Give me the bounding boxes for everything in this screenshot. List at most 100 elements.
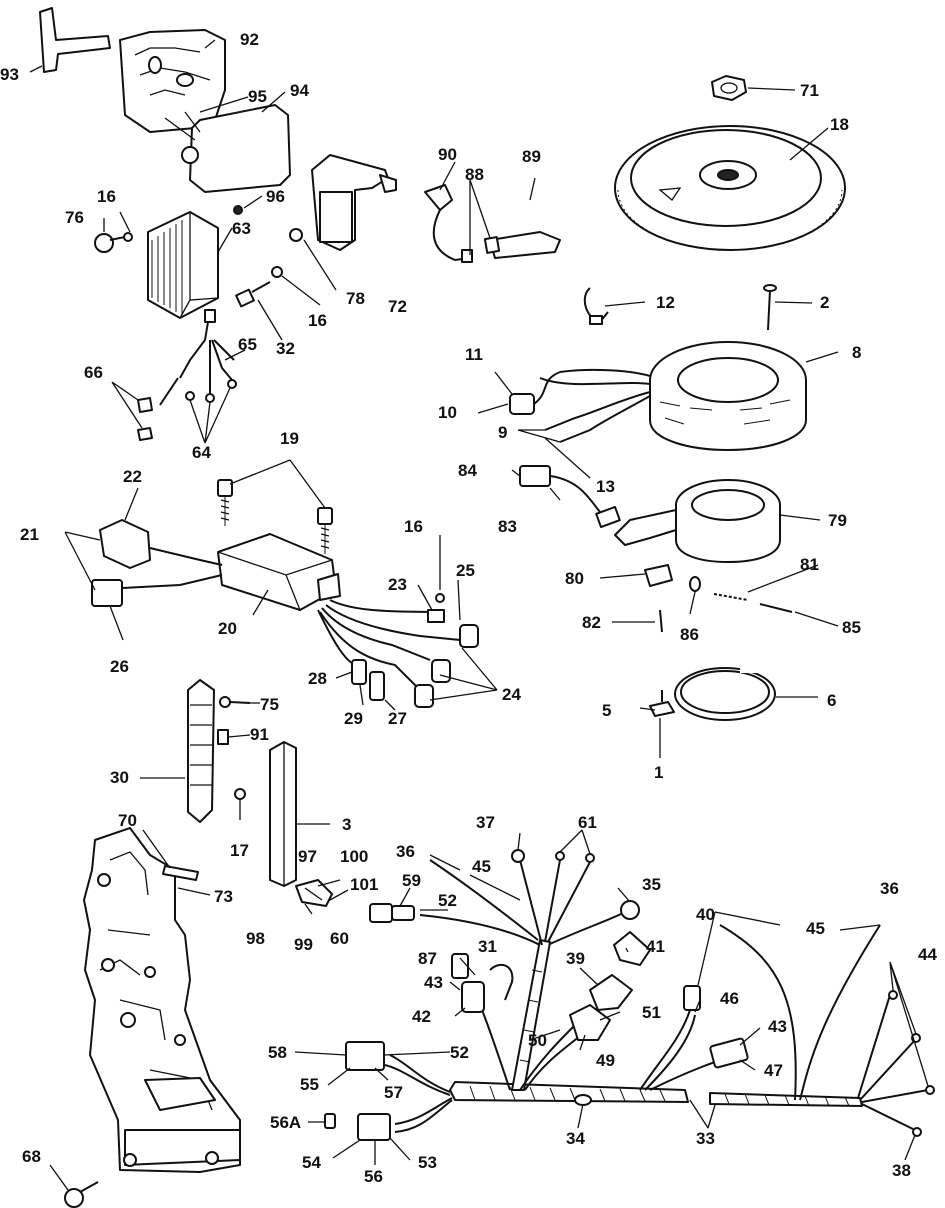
label-26: 26 (110, 657, 129, 676)
washer-16 (123, 232, 133, 242)
label-9: 9 (498, 423, 507, 442)
mounting-bracket-93 (39, 7, 111, 73)
label-10: 10 (438, 403, 457, 422)
label-97: 97 (298, 847, 317, 866)
label-8: 8 (852, 343, 861, 362)
label-6: 6 (827, 691, 836, 710)
label-99: 99 (294, 935, 313, 954)
connector-10 (509, 371, 561, 415)
label-66: 66 (84, 363, 103, 382)
label-23: 23 (388, 575, 407, 594)
label-56A: 56A (270, 1113, 301, 1132)
label-43b: 43 (768, 1017, 787, 1036)
label-36a: 36 (396, 842, 415, 861)
ignition-coil-72 (311, 154, 397, 251)
label-75: 75 (260, 695, 279, 714)
screw-17 (234, 788, 246, 800)
terminal-66 (137, 397, 153, 441)
retainer-ring-6 (674, 665, 776, 721)
label-5: 5 (602, 701, 611, 720)
label-46: 46 (720, 989, 739, 1008)
label-37: 37 (476, 813, 495, 832)
clip-12 (583, 287, 609, 325)
cover-94 (164, 104, 291, 193)
label-70: 70 (118, 811, 137, 830)
label-79: 79 (828, 511, 847, 530)
timer-base-79 (595, 479, 781, 563)
label-61: 61 (578, 813, 597, 832)
label-64: 64 (192, 443, 211, 462)
label-88: 88 (465, 165, 484, 184)
screw-85 (759, 603, 793, 613)
label-16b: 16 (308, 311, 327, 330)
label-47: 47 (764, 1061, 783, 1080)
label-82: 82 (582, 613, 601, 632)
label-44: 44 (918, 945, 937, 964)
label-100: 100 (340, 847, 368, 866)
connector-42-43 (451, 953, 511, 1091)
washer-86 (689, 576, 701, 592)
label-19: 19 (280, 429, 299, 448)
sensor-84 (519, 465, 601, 513)
label-29: 29 (344, 709, 363, 728)
label-41: 41 (646, 937, 665, 956)
label-13: 13 (596, 477, 615, 496)
label-51: 51 (642, 1003, 661, 1022)
terminal-35 (620, 900, 640, 920)
clip-70 (162, 865, 199, 881)
main-harness-33 (449, 1081, 863, 1107)
label-30: 30 (110, 768, 129, 787)
leader-lines (29, 39, 929, 1191)
label-11: 11 (465, 345, 483, 364)
label-3: 3 (342, 815, 351, 834)
spark-plug-boot-89 (483, 231, 561, 259)
screw-75 (219, 696, 251, 708)
label-42: 42 (412, 1007, 431, 1026)
label-63: 63 (232, 219, 251, 238)
fuse-holder-97 (295, 879, 333, 907)
label-43a: 43 (424, 973, 443, 992)
spring-81 (713, 593, 749, 601)
label-98: 98 (246, 929, 265, 948)
label-28: 28 (308, 669, 327, 688)
connector-54-56 (357, 1097, 453, 1141)
label-101: 101 (350, 875, 378, 894)
terminal-37 (511, 849, 525, 863)
label-40: 40 (696, 905, 715, 924)
label-50: 50 (528, 1031, 547, 1050)
label-84: 84 (458, 461, 477, 480)
label-96: 96 (266, 187, 285, 206)
harness-64-65 (159, 321, 237, 406)
connector-55-58 (345, 1041, 451, 1096)
label-22: 22 (123, 467, 142, 486)
label-55: 55 (300, 1075, 319, 1094)
label-81: 81 (800, 555, 819, 574)
label-45a: 45 (472, 857, 491, 876)
screw-19a (217, 479, 233, 526)
label-78: 78 (346, 289, 365, 308)
link-80 (644, 564, 673, 587)
pack-leads (317, 599, 461, 691)
stator-8 (649, 341, 807, 451)
label-58: 58 (268, 1043, 287, 1062)
connector-24b (431, 659, 451, 683)
label-54: 54 (302, 1153, 321, 1172)
leads-39-51 (519, 931, 651, 1091)
flywheel-18 (614, 125, 846, 251)
screw-2 (763, 284, 777, 331)
label-60: 60 (330, 929, 349, 948)
leads-38-44 (857, 990, 935, 1137)
label-80: 80 (565, 569, 584, 588)
label-72: 72 (388, 297, 407, 316)
label-94: 94 (290, 81, 309, 100)
connector-27 (369, 671, 385, 701)
label-18: 18 (830, 115, 849, 134)
terminal-61b (585, 853, 595, 863)
label-71: 71 (800, 81, 819, 100)
part-labels: 93 92 95 94 90 88 89 71 18 16 76 63 96 7… (0, 30, 937, 1186)
label-95: 95 (248, 87, 267, 106)
washer-16b (271, 266, 283, 278)
screw-68 (64, 1181, 99, 1208)
label-25: 25 (456, 561, 475, 580)
